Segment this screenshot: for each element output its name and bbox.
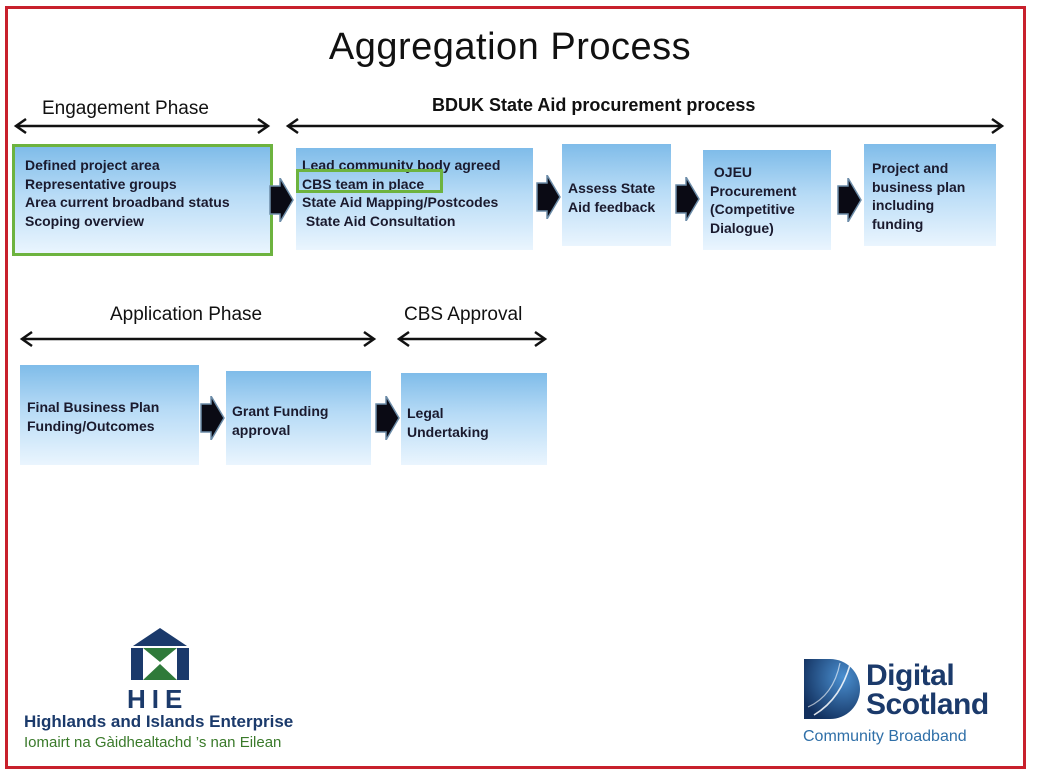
- hie-letters: HIE: [127, 684, 189, 714]
- bduk-phase-label: BDUK State Aid procurement process: [432, 95, 756, 115]
- project-box: Project and business plan including fund…: [864, 144, 996, 246]
- state-aid-item: State Aid Mapping/Postcodes: [302, 194, 499, 210]
- application-span-arrow-icon: [19, 330, 377, 348]
- slide-frame: [5, 6, 1026, 769]
- engagement-item: Area current broadband status: [25, 194, 230, 210]
- engagement-item: Scoping overview: [25, 212, 145, 229]
- engagement-box: Defined project area Representative grou…: [12, 144, 273, 256]
- ojeu-item: Procurement: [710, 182, 797, 199]
- assess-item: Aid feedback: [568, 198, 656, 215]
- project-item: including: [872, 197, 935, 213]
- engagement-item: Representative groups: [25, 175, 177, 192]
- legal-item: Legal: [407, 405, 444, 421]
- project-item: Project and: [872, 160, 949, 176]
- final-plan-item: Funding/Outcomes: [27, 417, 155, 434]
- ds-line1: Digital: [866, 659, 955, 692]
- hie-gaelic-name: Iomairt na Gàidhealtachd ’s nan Eilean: [24, 734, 282, 751]
- flow-arrow-icon: [375, 396, 400, 440]
- project-item: funding: [872, 215, 924, 232]
- flow-arrow-icon: [200, 396, 225, 440]
- ojeu-item: (Competitive: [710, 201, 795, 217]
- engagement-item: Defined project area: [25, 157, 160, 173]
- grant-box: Grant Funding approval: [226, 371, 371, 465]
- ds-subtitle: Community Broadband: [803, 728, 967, 745]
- legal-box: Legal Undertaking: [401, 373, 547, 465]
- engagement-phase-label: Engagement Phase: [42, 98, 209, 119]
- final-plan-item: Final Business Plan: [27, 399, 160, 415]
- ojeu-item: Dialogue): [710, 219, 774, 236]
- flow-arrow-icon: [269, 178, 294, 222]
- flow-arrow-icon: [536, 175, 561, 219]
- assess-item: Assess State: [568, 180, 656, 196]
- legal-item: Undertaking: [407, 423, 489, 440]
- highlight-frame: [296, 169, 443, 193]
- hie-name: Highlands and Islands Enterprise: [24, 712, 294, 731]
- assess-box: Assess State Aid feedback: [562, 144, 671, 246]
- final-plan-box: Final Business Plan Funding/Outcomes: [20, 365, 199, 465]
- digital-scotland-logo-icon: [804, 659, 860, 719]
- cbs-approval-span-arrow-icon: [396, 330, 548, 348]
- application-phase-label: Application Phase: [110, 304, 263, 325]
- ojeu-item: OJEU: [710, 164, 753, 180]
- ojeu-box: OJEU Procurement (Competitive Dialogue): [703, 150, 831, 250]
- bduk-span-arrow-icon: [285, 117, 1005, 135]
- state-aid-box: Lead community body agreed CBS team in p…: [296, 148, 533, 250]
- flow-arrow-icon: [675, 177, 700, 221]
- project-item: business plan: [872, 178, 966, 195]
- page-title: Aggregation Process: [328, 26, 692, 68]
- grant-item: approval: [232, 421, 291, 438]
- ds-line2: Scotland: [866, 688, 989, 721]
- state-aid-item: State Aid Consultation: [302, 212, 456, 229]
- engagement-span-arrow-icon: [13, 117, 271, 135]
- cbs-approval-label: CBS Approval: [404, 304, 523, 325]
- grant-item: Grant Funding: [232, 403, 329, 419]
- flow-arrow-icon: [837, 178, 862, 222]
- state-aid-item: CBS team in place: [302, 175, 425, 192]
- hie-logo-icon: [131, 628, 189, 680]
